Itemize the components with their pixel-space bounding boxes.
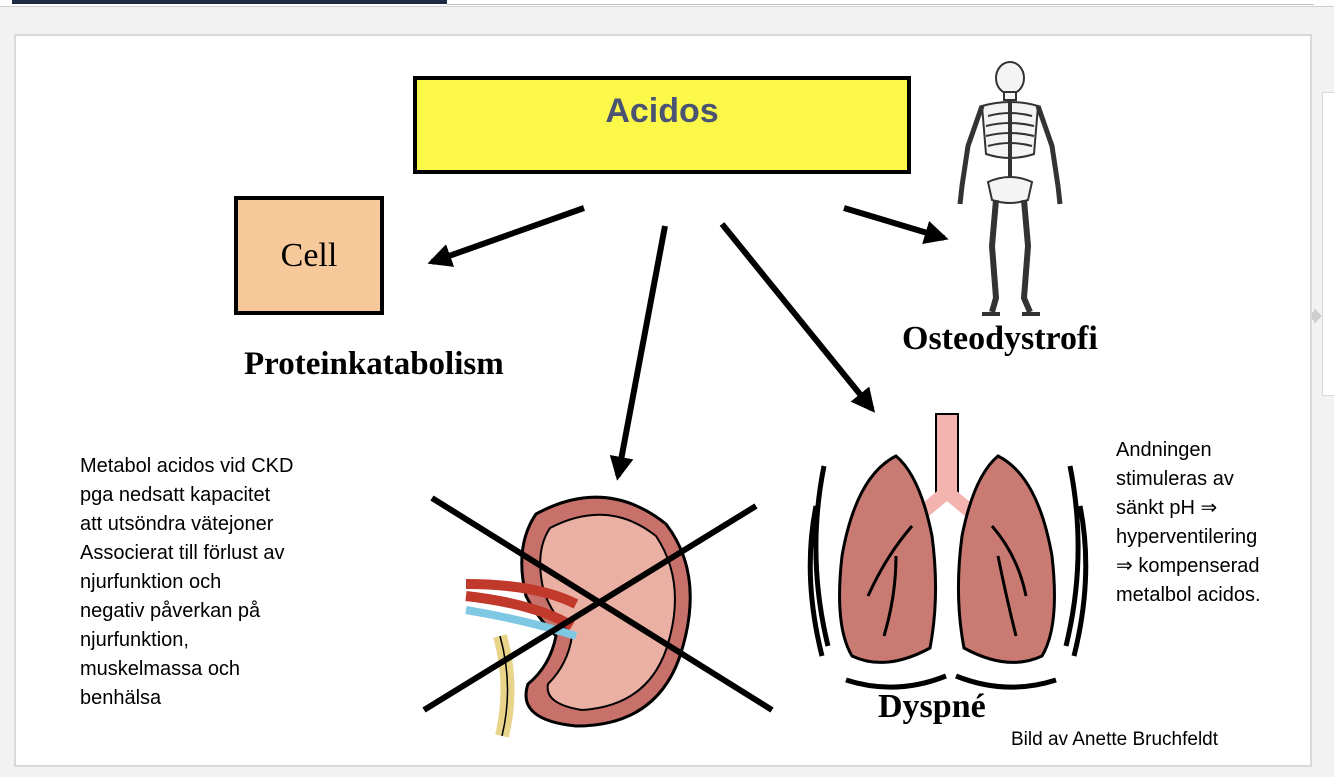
- osteodystrofi-label: Osteodystrofi: [902, 320, 1098, 357]
- toolbar-active-segment: [12, 0, 447, 4]
- cell-label: Cell: [280, 236, 338, 274]
- left-text-line: Metabol acidos vid CKD: [80, 455, 294, 477]
- dyspne-label: Dyspné: [878, 688, 986, 725]
- right-text-line: Andningen: [1116, 439, 1212, 461]
- right-text-line: hyperventilering: [1116, 526, 1258, 548]
- left-explanation: Metabol acidos vid CKD pga nedsatt kapac…: [80, 452, 293, 713]
- cross-line: [422, 503, 758, 713]
- left-text-line: njurfunktion,: [80, 629, 189, 651]
- left-text-line: muskelmassa och: [80, 658, 241, 680]
- left-text-line: negativ påverkan på: [80, 600, 261, 622]
- side-panel-edge: [1322, 92, 1334, 396]
- left-text-line: pga nedsatt kapacitet: [80, 484, 271, 506]
- top-toolbar-strip: [0, 0, 1334, 7]
- arrow-to-kidney: [609, 225, 668, 481]
- arrow-to-cell: [427, 205, 586, 267]
- skeleton-icon: [957, 61, 1063, 316]
- left-text-line: Associerat till förlust av: [80, 542, 285, 564]
- image-credit: Bild av Anette Bruchfeldt: [1011, 729, 1219, 750]
- left-text-line: njurfunktion och: [80, 571, 222, 593]
- right-text-line: ⇒ kompenserad: [1116, 555, 1260, 577]
- arrow-to-lungs: [719, 222, 876, 413]
- acidos-title: Acidos: [605, 91, 719, 130]
- right-text-line: stimuleras av: [1116, 468, 1234, 490]
- cell-box: Cell: [234, 196, 384, 315]
- toolbar-divider: [447, 0, 1314, 5]
- acidos-title-box: Acidos: [413, 76, 911, 174]
- lungs-icon: [807, 413, 1089, 690]
- slide-canvas: Acidos Cell Proteinkatabolism Osteodystr…: [14, 34, 1312, 767]
- right-text-line: sänkt pH ⇒: [1116, 497, 1218, 519]
- proteinkatabolism-label: Proteinkatabolism: [244, 346, 504, 382]
- arrow-to-skeleton: [843, 205, 949, 244]
- right-explanation: Andningen stimuleras av sänkt pH ⇒ hyper…: [1116, 436, 1261, 610]
- left-text-line: att utsöndra vätejoner: [80, 513, 274, 535]
- kidney-icon: [465, 495, 692, 738]
- diagram-graphics: [422, 61, 1089, 738]
- right-text-line: metalbol acidos.: [1116, 584, 1261, 606]
- left-text-line: benhälsa: [80, 687, 162, 709]
